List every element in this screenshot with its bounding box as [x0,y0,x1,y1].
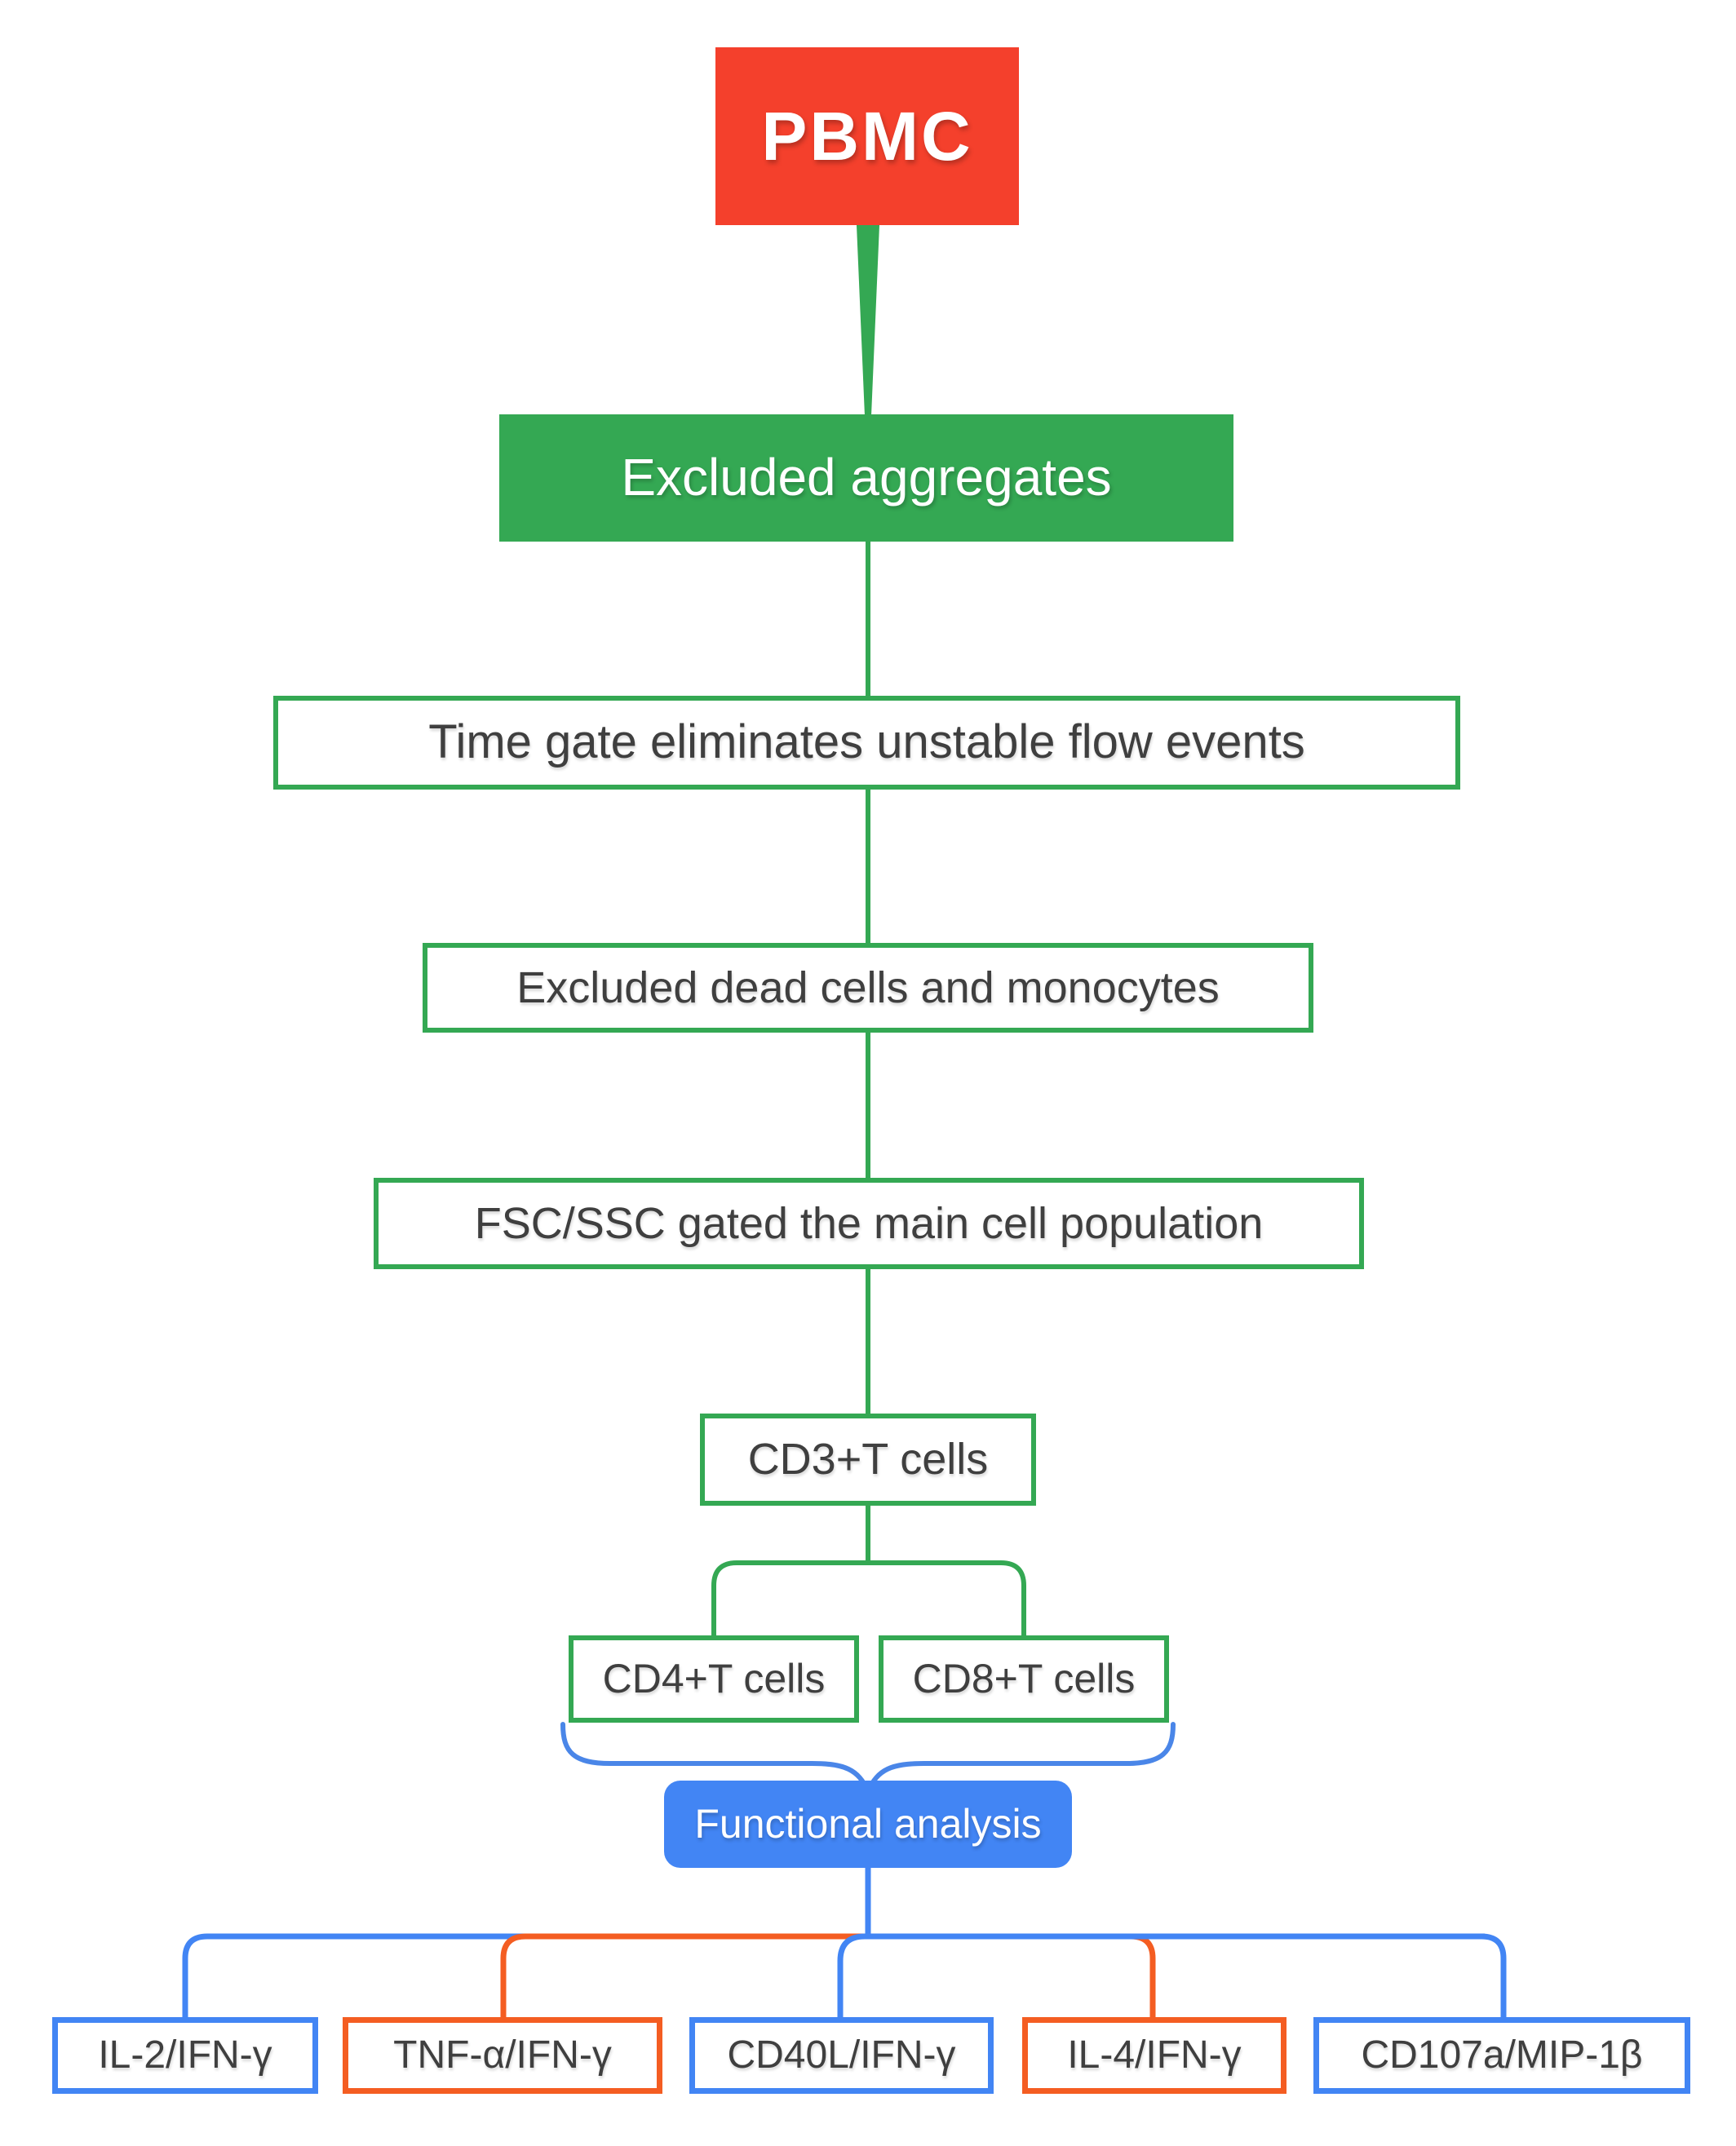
node-panel-il4-ifng: IL-4/IFN-γ [1022,2017,1286,2094]
rail-orange [500,1933,1156,2023]
node-cd8-t-cells: CD8+T cells [879,1635,1169,1723]
node-excluded-aggregates: Excluded aggregates [499,414,1233,542]
node-fsc-ssc-gate: FSC/SSC gated the main cell population [374,1178,1364,1269]
node-panel-cd40l-ifng: CD40L/IFN-γ [689,2017,994,2094]
tapered-connector [857,225,879,416]
node-functional-analysis: Functional analysis [664,1781,1072,1868]
node-time-gate: Time gate eliminates unstable flow event… [273,696,1460,790]
drop-cd40l [837,1933,866,2023]
node-pbmc: PBMC [715,47,1019,225]
node-cd4-t-cells: CD4+T cells [569,1635,859,1723]
node-cd3-t-cells: CD3+T cells [700,1414,1036,1506]
node-panel-cd107a-mip1b: CD107a/MIP-1β [1313,2017,1690,2094]
node-panel-tnfa-ifng: TNF-α/IFN-γ [343,2017,662,2094]
branch-connector [711,1560,1026,1635]
node-excluded-dead-cells: Excluded dead cells and monocytes [423,943,1313,1033]
node-panel-il2-ifng: IL-2/IFN-γ [52,2017,318,2094]
